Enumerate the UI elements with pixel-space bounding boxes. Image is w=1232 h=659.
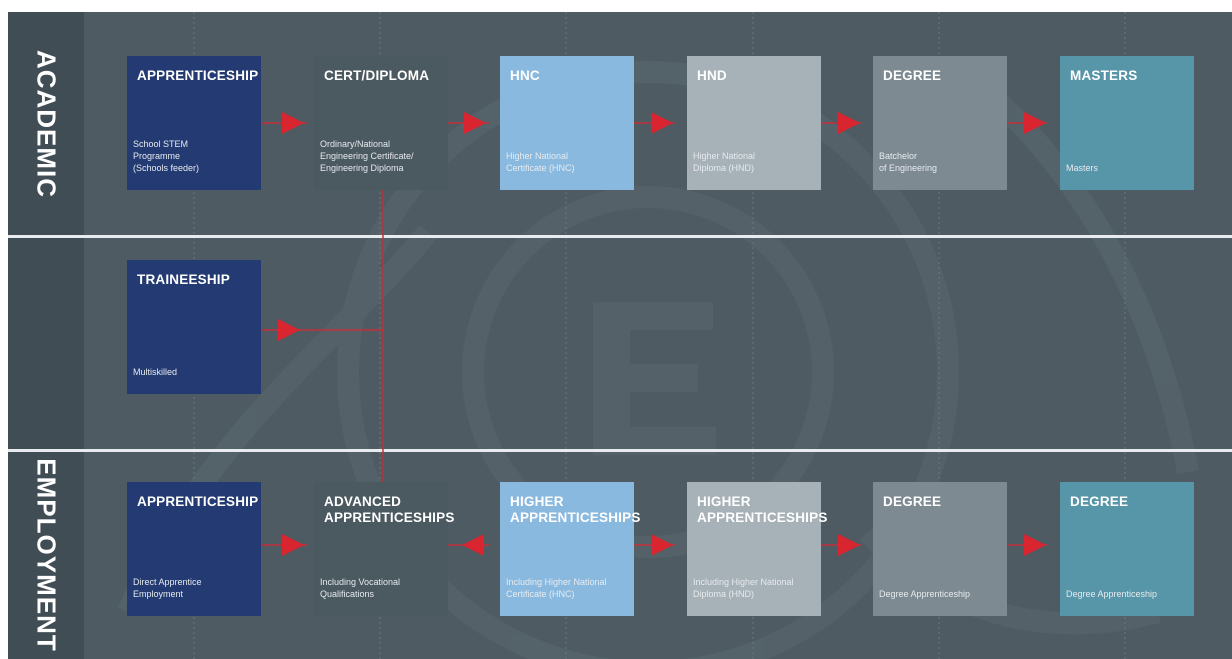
box-description: Higher National Certificate (HNC) [506, 151, 575, 173]
academic-hnd-box: HND Higher National Diploma (HND) [687, 56, 821, 190]
box-description: Including Vocational Qualifications [320, 577, 401, 599]
pathway-diagram: ACADEMIC EMPLOYMENT [8, 12, 1232, 659]
box-title: DEGREE [883, 494, 942, 509]
row-divider-top [8, 235, 1232, 238]
box-description: Including Higher National Certificate (H… [506, 577, 607, 599]
employment-degree-box: DEGREE Degree Apprenticeship [873, 482, 1007, 616]
box-title: HNC [510, 68, 540, 83]
box-description: Multiskilled [133, 367, 178, 377]
arrow-a4 [838, 112, 860, 134]
row-label-column [8, 12, 84, 659]
box-description: Batchelor of Engineering [879, 151, 938, 173]
box-description: Degree Apprenticeship [1066, 589, 1158, 599]
box-title: ADVANCED APPRENTICESHIPS [324, 494, 455, 525]
box-title: HIGHER APPRENTICESHIPS [697, 494, 828, 525]
academic-apprenticeship-box: APPRENTICESHIP School STEM Programme (Sc… [127, 56, 261, 190]
box-title: TRAINEESHIP [137, 272, 230, 287]
traineeship-box: TRAINEESHIP Multiskilled [127, 260, 261, 394]
box-title: HIGHER APPRENTICESHIPS [510, 494, 641, 525]
arrow-e1 [282, 534, 304, 556]
arrow-e2 [462, 534, 484, 556]
arrow-a2 [464, 112, 486, 134]
box-title: HND [697, 68, 727, 83]
box-description: Direct Apprentice Employment [133, 577, 202, 599]
arrow-e5 [1024, 534, 1046, 556]
employment-advanced-apprenticeships-box: ADVANCED APPRENTICESHIPS Including Vocat… [314, 482, 455, 616]
employment-apprenticeship-box: APPRENTICESHIP Direct Apprentice Employm… [127, 482, 261, 616]
box-description: Masters [1066, 163, 1099, 173]
academic-masters-box: MASTERS Masters [1060, 56, 1194, 190]
box-title: APPRENTICESHIP [137, 494, 259, 509]
arrow-a3 [651, 112, 673, 134]
box-title: DEGREE [883, 68, 942, 83]
box-description: Including Higher National Diploma (HND) [693, 577, 794, 599]
box-description: School STEM Programme (Schools feeder) [133, 139, 200, 173]
box-description: Higher National Diploma (HND) [693, 151, 756, 173]
employment-higher-apprenticeships-hnd-box: HIGHER APPRENTICESHIPS Including Higher … [687, 482, 828, 616]
box-title: CERT/DIPLOMA [324, 68, 430, 83]
box-description: Ordinary/National Engineering Certificat… [320, 139, 414, 173]
arrow-traineeship [278, 319, 300, 341]
employment-degree-final-box: DEGREE Degree Apprenticeship [1060, 482, 1194, 616]
academic-cert-diploma-box: CERT/DIPLOMA Ordinary/National Engineeri… [314, 56, 448, 190]
arrow-e3 [651, 534, 673, 556]
box-title: APPRENTICESHIP [137, 68, 259, 83]
academic-degree-box: DEGREE Batchelor of Engineering [873, 56, 1007, 190]
arrow-e4 [838, 534, 860, 556]
box-title: DEGREE [1070, 494, 1129, 509]
employment-higher-apprenticeships-hnc-box: HIGHER APPRENTICESHIPS Including Higher … [500, 482, 641, 616]
row-divider-bottom [8, 449, 1232, 452]
arrow-a1 [282, 112, 304, 134]
box-title: MASTERS [1070, 68, 1138, 83]
academic-hnc-box: HNC Higher National Certificate (HNC) [500, 56, 634, 190]
box-description: Degree Apprenticeship [879, 589, 971, 599]
arrow-a5 [1024, 112, 1046, 134]
flow-arrows [262, 112, 1048, 556]
